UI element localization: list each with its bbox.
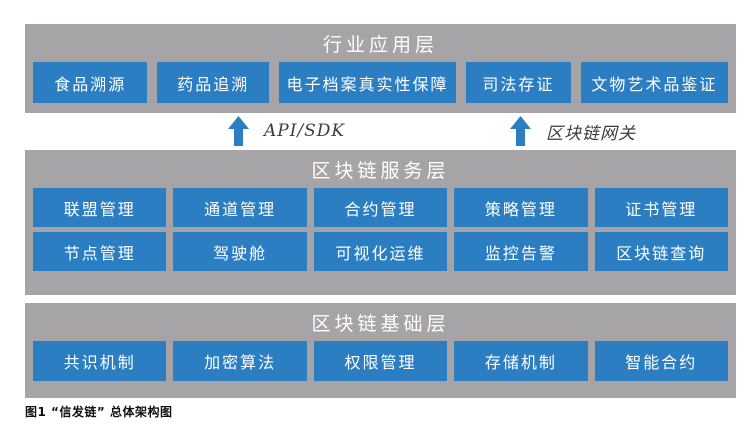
box-judicial-deposit: 司法存证	[466, 62, 571, 103]
layer-foundation: 区块链基础层 共识机制 加密算法 权限管理 存储机制 智能合约	[25, 303, 736, 398]
box-storage-mechanism: 存储机制	[454, 341, 588, 381]
box-contract-mgmt: 合约管理	[313, 188, 448, 227]
layer-application: 行业应用层 食品溯源 药品追溯 电子档案真实性保障 司法存证 文物艺术品鉴证	[25, 24, 736, 113]
box-node-mgmt: 节点管理	[33, 232, 167, 271]
layer-foundation-row: 共识机制 加密算法 权限管理 存储机制 智能合约	[33, 341, 728, 381]
box-channel-mgmt: 通道管理	[173, 188, 307, 227]
connector-gateway-label: 区块链网关	[546, 123, 636, 144]
figure-caption: 图1 “信发链” 总体架构图	[25, 405, 173, 419]
box-permission-mgmt: 权限管理	[313, 341, 448, 381]
layer-service-row2: 节点管理 驾驶舱 可视化运维 监控告警 区块链查询	[33, 232, 728, 271]
layer-service: 区块链服务层 联盟管理 通道管理 合约管理 策略管理 证书管理 节点管理 驾驶舱…	[25, 150, 736, 295]
arrow-up-icon	[510, 116, 531, 146]
connector-api-sdk-label: API/SDK	[264, 121, 346, 141]
box-drug-traceability: 药品追溯	[157, 62, 269, 103]
band-gap	[25, 295, 736, 303]
box-artifact-authentication: 文物艺术品鉴证	[580, 62, 728, 103]
box-earchive-authenticity: 电子档案真实性保障	[278, 62, 457, 103]
box-smart-contract: 智能合约	[594, 341, 728, 381]
box-encryption-algorithm: 加密算法	[173, 341, 307, 381]
box-monitoring-alerts: 监控告警	[454, 232, 588, 271]
layer-service-row1: 联盟管理 通道管理 合约管理 策略管理 证书管理	[33, 188, 728, 227]
box-food-traceability: 食品溯源	[33, 62, 148, 103]
connector-gateway: 区块链网关	[510, 116, 636, 146]
box-consensus-mechanism: 共识机制	[33, 341, 167, 381]
architecture-diagram: 行业应用层 食品溯源 药品追溯 电子档案真实性保障 司法存证 文物艺术品鉴证 A…	[25, 24, 736, 420]
box-certificate-mgmt: 证书管理	[594, 188, 728, 227]
layer-service-title: 区块链服务层	[311, 159, 450, 182]
box-cockpit: 驾驶舱	[173, 232, 307, 271]
layer-foundation-title: 区块链基础层	[311, 312, 450, 335]
layer-application-row: 食品溯源 药品追溯 电子档案真实性保障 司法存证 文物艺术品鉴证	[33, 62, 728, 103]
box-policy-mgmt: 策略管理	[454, 188, 588, 227]
box-visual-ops: 可视化运维	[313, 232, 448, 271]
box-consortium-mgmt: 联盟管理	[33, 188, 167, 227]
layer-application-title: 行业应用层	[322, 33, 438, 56]
box-blockchain-query: 区块链查询	[594, 232, 728, 271]
connector-row: API/SDK 区块链网关	[25, 113, 736, 150]
arrow-up-icon	[228, 116, 249, 146]
connector-api-sdk: API/SDK	[228, 116, 345, 146]
